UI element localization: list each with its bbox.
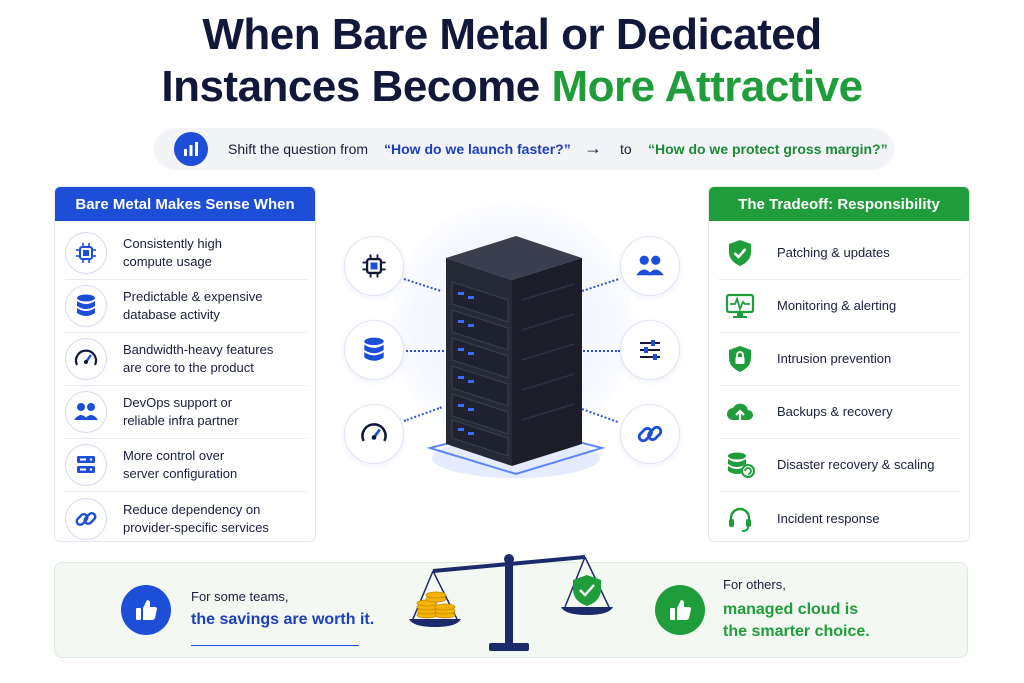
title-plain: Instances Become: [161, 62, 552, 111]
bare-metal-panel-header: Bare Metal Makes Sense When: [55, 187, 315, 221]
right-caption-line: the smarter choice.: [723, 623, 870, 640]
gauge-icon: [344, 404, 404, 464]
item-line: More control over: [123, 448, 225, 463]
tradeoff-panel: The Tradeoff: Responsibility Patching & …: [708, 186, 970, 542]
list-item: Disaster recovery & scaling: [719, 439, 961, 492]
cpu-icon: [344, 236, 404, 296]
list-item: Patching & updates: [719, 227, 961, 280]
arrow-right-icon: →: [584, 138, 602, 158]
database-icon: [65, 285, 107, 327]
connector-line: [580, 350, 620, 352]
list-item: Predictable & expensive database activity: [65, 280, 307, 333]
list-item: Backups & recovery: [719, 386, 961, 439]
list-item: Monitoring & alerting: [719, 280, 961, 333]
item-label: Backups & recovery: [777, 404, 893, 419]
question-to: to: [620, 141, 632, 157]
item-line: compute usage: [123, 254, 212, 269]
item-line: are core to the product: [123, 360, 254, 375]
question-prefix: Shift the question from: [228, 141, 369, 157]
database-icon: [344, 320, 404, 380]
list-item: Intrusion prevention: [719, 333, 961, 386]
cloud-upload-icon: [719, 391, 761, 433]
shield-check-icon: [719, 232, 761, 274]
item-line: database activity: [123, 307, 220, 322]
list-item: Reduce dependency on provider-specific se…: [65, 492, 307, 545]
item-label: Intrusion prevention: [777, 351, 892, 366]
link-icon: [65, 497, 107, 540]
list-item: More control over server configuration: [65, 439, 307, 492]
item-line: Reduce dependency on: [123, 501, 261, 517]
list-item: Consistently high compute usage: [65, 227, 307, 280]
item-line: provider-specific services: [123, 519, 269, 535]
conclusion-banner: For some teams, the savings are worth it…: [54, 554, 968, 658]
item-line: Predictable & expensive: [123, 289, 263, 304]
thumbs-up-icon: [655, 585, 705, 635]
shield-lock-icon: [719, 338, 761, 380]
balance-scale-icon: [409, 554, 613, 651]
bare-metal-panel: Bare Metal Makes Sense When Consistently…: [54, 186, 316, 542]
server-rack-icon: [426, 236, 606, 478]
question-target: “How do we protect gross margin?”: [648, 141, 888, 157]
item-label: Disaster recovery & scaling: [777, 457, 935, 472]
page-title-line2: Instances Become More Attractive: [0, 62, 1024, 112]
users-icon: [620, 236, 680, 296]
left-caption-big: the savings are worth it.: [191, 611, 375, 628]
item-line: reliable infra partner: [123, 413, 239, 428]
list-item: DevOps support or reliable infra partner: [65, 386, 307, 439]
item-label: Incident response: [777, 510, 880, 526]
title-accent: More Attractive: [551, 62, 863, 111]
item-line: Consistently high: [123, 236, 222, 251]
bar-chart-icon: [174, 132, 208, 166]
question-banner: Shift the question from “How do we launc…: [154, 128, 894, 170]
server-icon: [65, 444, 107, 486]
cpu-icon: [65, 232, 107, 274]
tradeoff-panel-header: The Tradeoff: Responsibility: [709, 187, 969, 221]
headset-icon: [719, 497, 761, 540]
left-caption-small: For some teams,: [191, 589, 289, 604]
right-caption-line: managed cloud is: [723, 601, 859, 618]
monitor-pulse-icon: [719, 285, 761, 327]
item-line: Bandwidth-heavy features: [123, 342, 274, 357]
right-caption-small: For others,: [723, 577, 786, 592]
list-item: Bandwidth-heavy features are core to the …: [65, 333, 307, 386]
item-label: Patching & updates: [777, 245, 890, 260]
users-icon: [65, 391, 107, 433]
database-refresh-icon: [719, 444, 761, 486]
sliders-icon: [620, 320, 680, 380]
connector-line: [406, 350, 444, 352]
gauge-icon: [65, 338, 107, 380]
left-underline: [191, 645, 359, 646]
right-caption-big: managed cloud is the smarter choice.: [723, 599, 903, 643]
item-line: DevOps support or: [123, 395, 233, 410]
page-title-line1: When Bare Metal or Dedicated: [202, 10, 822, 59]
item-label: Monitoring & alerting: [777, 298, 897, 313]
list-item: Incident response: [719, 492, 961, 545]
question-from: “How do we launch faster?”: [384, 141, 571, 157]
thumbs-up-icon: [121, 585, 171, 635]
item-line: server configuration: [123, 466, 238, 481]
link-icon: [620, 404, 680, 464]
